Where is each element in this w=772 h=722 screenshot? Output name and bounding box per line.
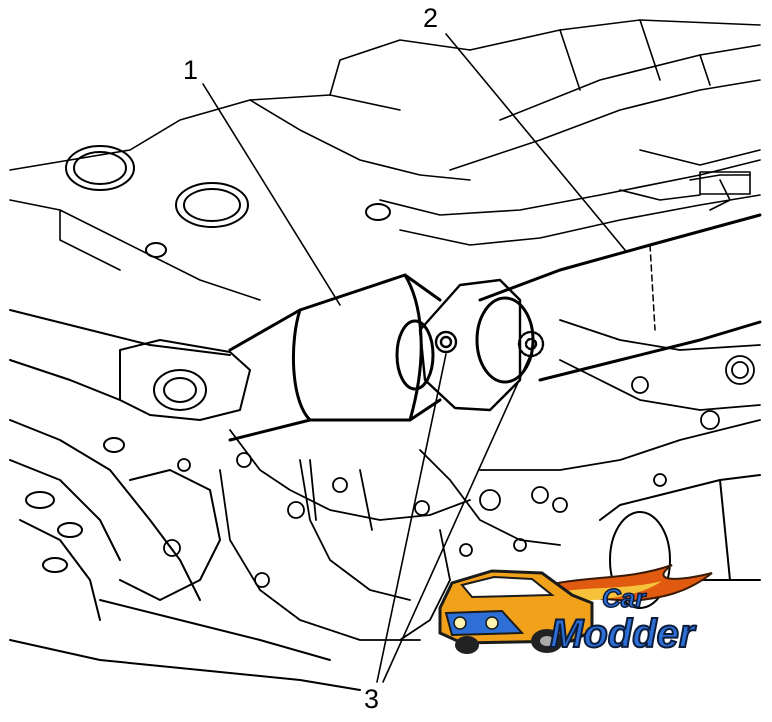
logo-text-car: Car (602, 583, 647, 613)
callout-2: 2 (423, 3, 439, 33)
leader-line-3a (376, 353, 447, 683)
carmodder-watermark-logo: Car Modder (438, 564, 713, 657)
callout-3: 3 (364, 684, 380, 714)
transmission-housing (163, 319, 761, 641)
leader-lines (202, 33, 626, 683)
leader-line-2 (445, 33, 626, 251)
rear-propeller-shaft (475, 213, 762, 384)
front-propeller-shaft (228, 273, 442, 442)
engine-details (619, 149, 761, 211)
flange-bolt-left (434, 330, 458, 354)
leader-line-1 (202, 83, 341, 306)
crossmember (9, 309, 361, 691)
callout-1: 1 (183, 55, 199, 85)
leader-line-3b (382, 355, 531, 683)
logo-text-modder: Modder (550, 612, 697, 656)
body-holes (65, 145, 391, 258)
